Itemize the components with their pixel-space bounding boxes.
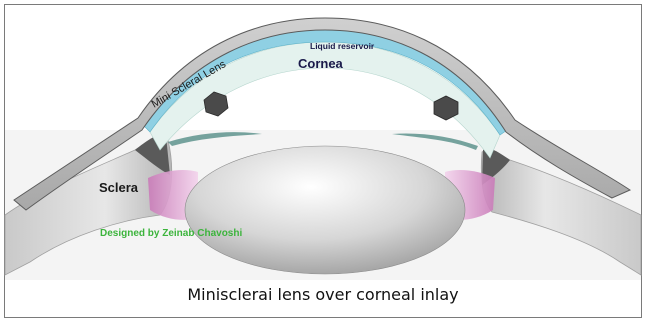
crystalline-lens: [185, 146, 465, 274]
label-sclera: Sclera: [99, 180, 139, 195]
label-cornea: Cornea: [298, 56, 344, 71]
label-designer: Designed by Zeinab Chavoshi: [100, 228, 242, 239]
label-liquid-reservoir: Liquid reservoir: [310, 41, 375, 51]
figure-caption: Minisclerai lens over corneal inlay: [187, 285, 458, 304]
